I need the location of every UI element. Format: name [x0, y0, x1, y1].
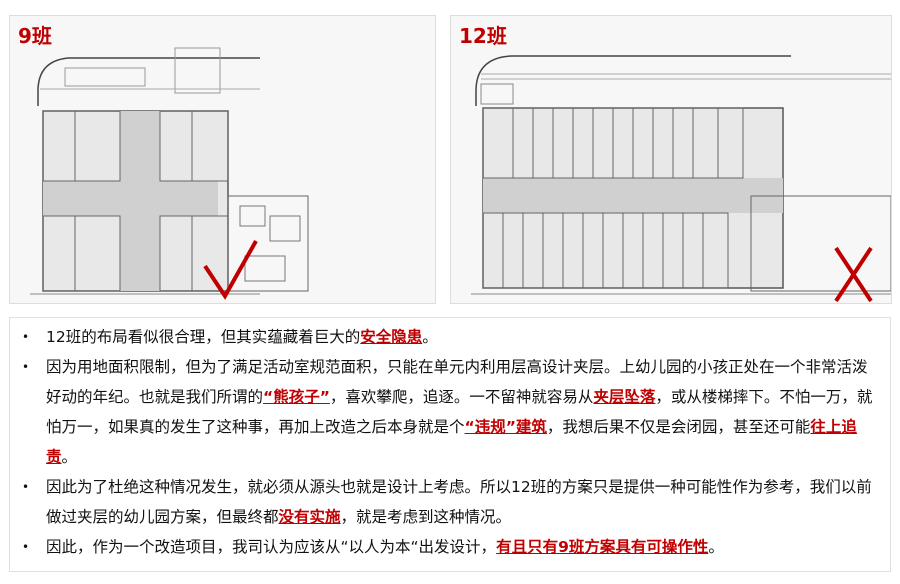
bullet-text: ，我想后果不仅是会闭园，甚至还可能	[546, 418, 811, 436]
bullet-text: 因此为了杜绝这种情况发生，就必须从源头也就是设计上考虑。所以12班的方案只是提供…	[46, 478, 872, 526]
bullet-text: 。	[61, 448, 78, 466]
bullet-item: 因为用地面积限制，但为了满足活动室规范面积，只能在单元内利用层高设计夹层。上幼儿…	[10, 352, 876, 472]
bullet-list: 12班的布局看似很合理，但其实蕴藏着巨大的安全隐患。因为用地面积限制，但为了满足…	[10, 322, 890, 562]
highlighted-text: 往上追责	[46, 418, 857, 466]
plan-label-12: 12班	[459, 24, 507, 48]
plan-label-9: 9班	[18, 24, 52, 48]
highlighted-text: 没有实施	[278, 508, 341, 526]
highlighted-text: “违规”建筑	[464, 418, 547, 436]
highlighted-text: 夹层坠落	[593, 388, 656, 406]
bullet-item: 12班的布局看似很合理，但其实蕴藏着巨大的安全隐患。	[10, 322, 876, 352]
bullet-text: 因此，作为一个改造项目，我司认为应该从“以人为本“出发设计，	[46, 538, 497, 556]
bullet-item: 因此为了杜绝这种情况发生，就必须从源头也就是设计上考虑。所以12班的方案只是提供…	[10, 472, 876, 532]
bullet-text: 。	[708, 538, 724, 556]
bullet-text: 因为用地面积限制，但为了满足活动室规范面积，只能在单元内利用层高设计夹层。上幼儿…	[46, 358, 868, 406]
highlighted-text: “熊孩子”	[263, 388, 330, 406]
explanation-box: 12班的布局看似很合理，但其实蕴藏着巨大的安全隐患。因为用地面积限制，但为了满足…	[9, 317, 891, 572]
bullet-text: 。	[422, 328, 438, 346]
bullet-item: 因此，作为一个改造项目，我司认为应该从“以人为本“出发设计，有且只有9班方案具有…	[10, 532, 876, 562]
bullet-text: ，就是考虑到这种情况。	[340, 508, 512, 526]
highlighted-text: 有且只有9班方案具有可操作性	[496, 538, 709, 556]
floor-plan-12-classes: 12班	[450, 15, 892, 304]
bullet-text: 12班的布局看似很合理，但其实蕴藏着巨大的	[46, 328, 361, 346]
highlighted-text: 安全隐患	[360, 328, 423, 346]
check-mark-icon	[203, 240, 258, 300]
floor-plan-drawing-12	[471, 55, 891, 303]
bullet-text: ，喜欢攀爬，追逐。一不留神就容易从	[329, 388, 594, 406]
floor-plan-drawing-9	[30, 47, 309, 300]
floor-plan-9-classes: 9班	[9, 15, 436, 304]
bullet-text: ，或从楼梯摔下。不怕一万，就怕万一，如果真的发生了这种事，再加上改造之后本身就是…	[46, 388, 873, 436]
cross-mark-icon	[834, 246, 873, 303]
